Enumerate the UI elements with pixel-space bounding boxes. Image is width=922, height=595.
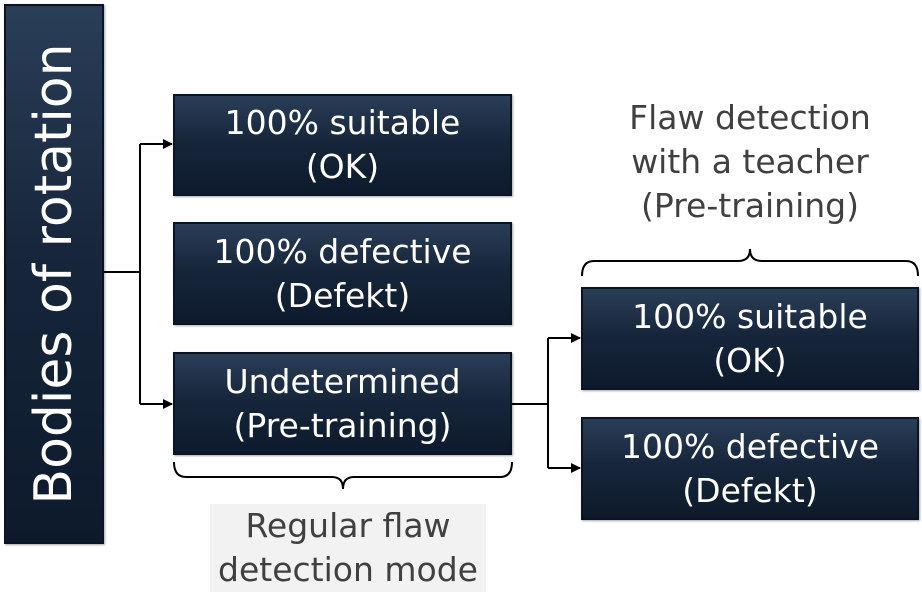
box-right-defective-line2: (Defekt) (682, 470, 818, 510)
teacher-mode-label-line3: (Pre-training) (641, 186, 859, 225)
right-brace (581, 248, 919, 277)
box-undetermined-line2: (Pre-training) (233, 405, 452, 445)
box-suitable-line1: 100% suitable (224, 103, 461, 142)
box-defective: 100% defective (Defekt) (173, 222, 512, 325)
left-brace (173, 461, 513, 490)
side-label: Bodies of rotation (24, 43, 84, 505)
box-suitable: 100% suitable (OK) (173, 94, 512, 196)
box-right-defective: 100% defective (Defekt) (581, 417, 919, 520)
teacher-mode-label-line2: with a teacher (631, 142, 869, 181)
box-right-suitable-line1: 100% suitable (632, 296, 868, 336)
teacher-mode-label: Flaw detection with a teacher (Pre-train… (580, 96, 920, 228)
teacher-mode-label-line1: Flaw detection (629, 98, 871, 137)
box-right-defective-line1: 100% defective (620, 426, 880, 466)
regular-mode-label-line1: Regular flaw (245, 506, 451, 545)
box-undetermined: Undetermined (Pre-training) (173, 352, 512, 455)
box-defective-line2: (Defekt) (274, 275, 411, 315)
box-right-suitable: 100% suitable (OK) (581, 287, 919, 390)
regular-mode-label: Regular flaw detection mode (210, 504, 486, 592)
box-suitable-line2: (OK) (305, 147, 380, 186)
box-undetermined-line1: Undetermined (224, 361, 461, 401)
regular-mode-label-line2: detection mode (218, 550, 478, 589)
box-defective-line1: 100% defective (213, 231, 472, 271)
bodies-of-rotation-box: Bodies of rotation (4, 4, 104, 544)
box-right-suitable-line2: (OK) (713, 340, 787, 380)
